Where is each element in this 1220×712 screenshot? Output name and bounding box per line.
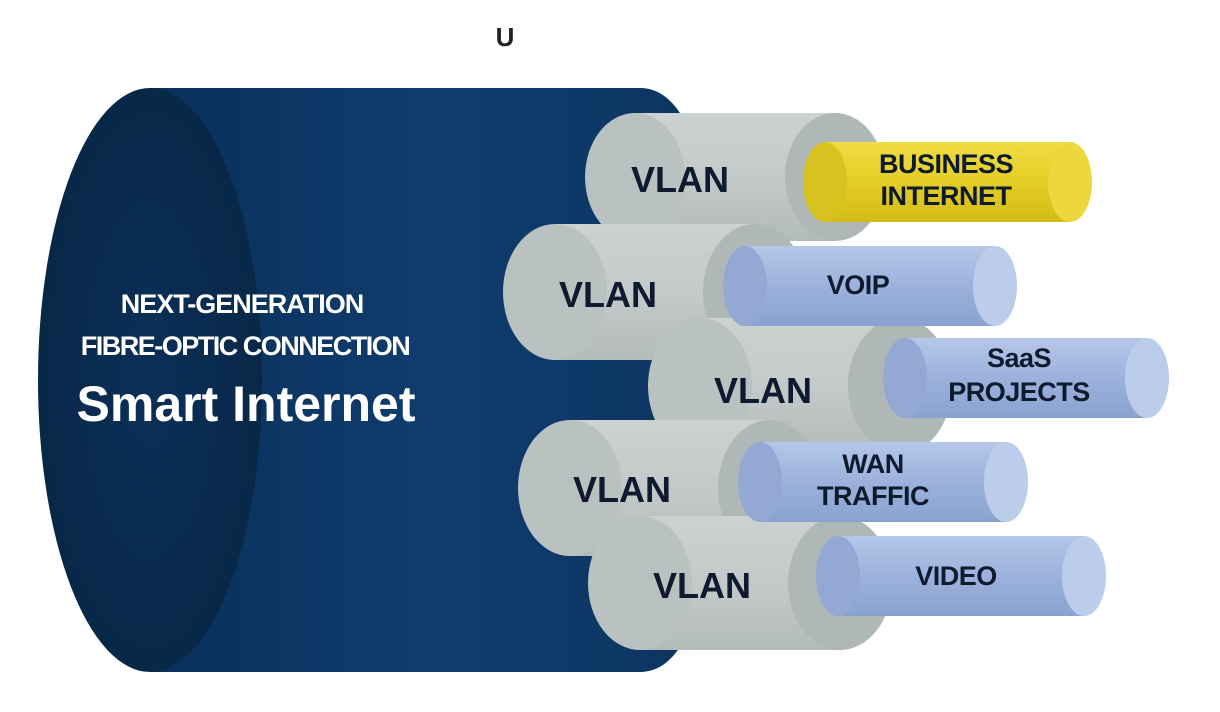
wire-saas-line-1: SaaS: [987, 343, 1051, 373]
wire-wan-line-2: TRAFFIC: [817, 481, 929, 511]
cable-line-1: NEXT-GENERATION: [121, 289, 364, 319]
wire-wan-traffic: [738, 442, 1028, 522]
wire-business-line-2: INTERNET: [881, 181, 1013, 211]
wire-video-label: VIDEO: [915, 561, 997, 591]
vlan-2-label: VLAN: [559, 274, 657, 315]
vlan-4-label: VLAN: [573, 469, 671, 510]
vlan-group: [503, 113, 952, 650]
vlan-3-label: VLAN: [714, 370, 812, 411]
cable-face: [38, 88, 262, 672]
wire-business-internet: [803, 142, 1092, 222]
wire-saas-line-2: PROJECTS: [948, 377, 1090, 407]
wire-voip-label: VOIP: [827, 270, 890, 300]
cable-title: Smart Internet: [77, 376, 416, 432]
vlan-5-label: VLAN: [653, 565, 751, 606]
wire-group: [723, 142, 1169, 616]
wire-saas-projects: [883, 338, 1169, 418]
wire-video: [816, 536, 1106, 616]
wire-business-line-1: BUSINESS: [879, 149, 1013, 179]
cable-line-2: FIBRE-OPTIC CONNECTION: [81, 331, 410, 361]
wire-wan-line-1: WAN: [842, 449, 904, 479]
wire-voip: [723, 246, 1017, 326]
vlan-1-label: VLAN: [631, 159, 729, 200]
top-mark: U: [496, 22, 515, 52]
